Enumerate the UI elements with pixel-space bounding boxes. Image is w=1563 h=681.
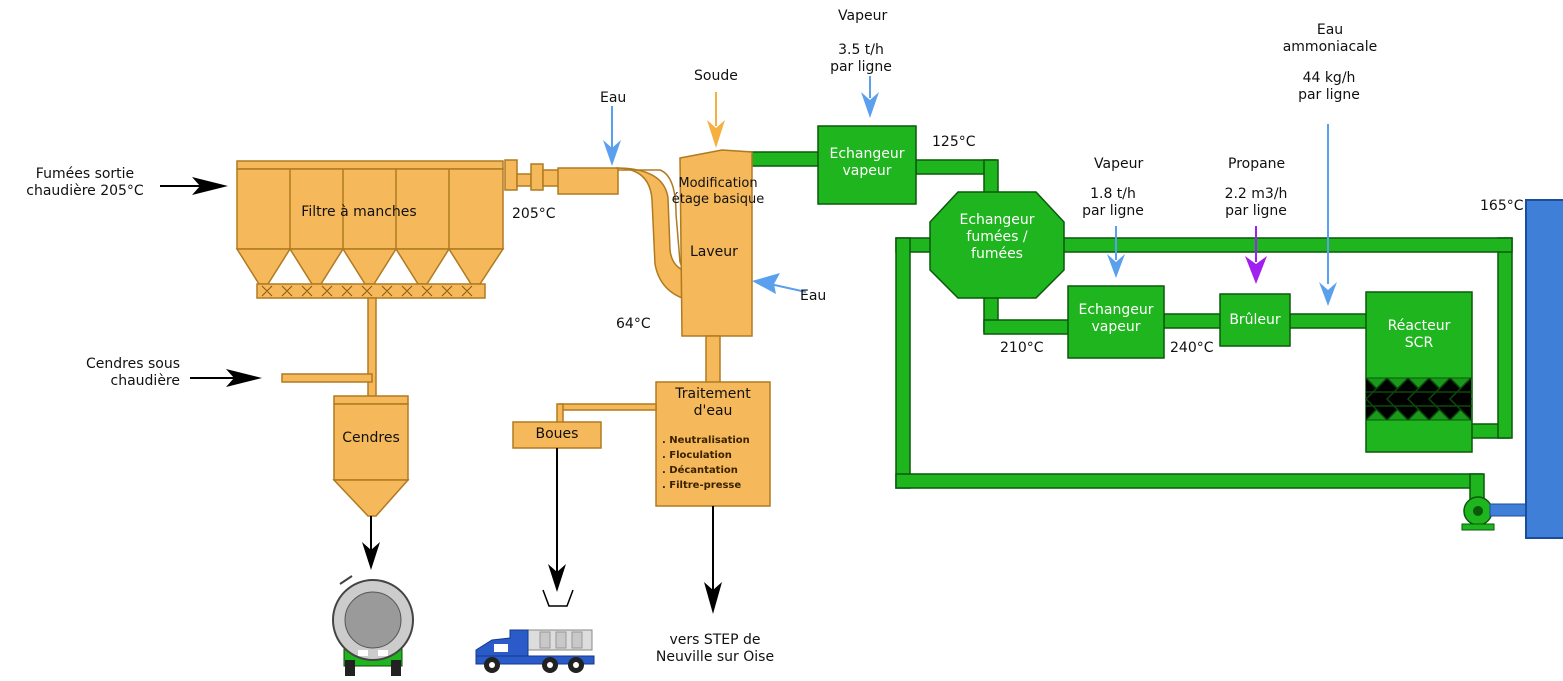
echangeur-vapeur-1-label: Echangeur vapeur bbox=[829, 146, 905, 179]
cendres-label: Cendres bbox=[342, 430, 400, 446]
echangeur-vapeur-1-box bbox=[817, 125, 917, 205]
temp-64-label: 64°C bbox=[616, 316, 651, 332]
eau-ammoniacale-title: Eau ammoniacale bbox=[1282, 22, 1378, 55]
eau-laveur-label: Eau bbox=[800, 288, 827, 304]
temp-210-label: 210°C bbox=[1000, 340, 1044, 356]
tanker-truck-icon bbox=[332, 575, 414, 676]
temp-240-label: 240°C bbox=[1170, 340, 1214, 356]
echangeur-vapeur-2-box bbox=[1067, 285, 1165, 359]
filtre-a-manches-label: Filtre à manches bbox=[301, 204, 417, 220]
truck-icon bbox=[475, 629, 595, 673]
modification-label: Modification étage basique bbox=[671, 176, 765, 207]
step-output-label: vers STEP de Neuville sur Oise bbox=[655, 632, 775, 665]
blue-arrows bbox=[603, 76, 1337, 306]
stack-chimney bbox=[1525, 199, 1563, 539]
eau-filter-label: Eau bbox=[600, 90, 627, 106]
laveur-label: Laveur bbox=[690, 244, 738, 260]
traitement-step: . Neutralisation bbox=[662, 435, 750, 446]
cendres-unit bbox=[281, 297, 410, 517]
reacteur-scr-label: Réacteur SCR bbox=[1387, 318, 1451, 351]
laveur-tower bbox=[679, 149, 753, 385]
propane-title: Propane bbox=[1228, 156, 1286, 172]
traitement-eau-title: Traitement d'eau bbox=[675, 386, 751, 419]
temp-125-label: 125°C bbox=[932, 134, 976, 150]
pump-icon bbox=[1461, 496, 1529, 531]
soude-arrow bbox=[707, 92, 725, 148]
cendres-sous-chaudiere-label: Cendres sous chaudière bbox=[86, 356, 180, 389]
propane-rate: 2.2 m3/h par ligne bbox=[1224, 186, 1288, 219]
traitement-eau-unit bbox=[512, 381, 771, 507]
traitement-step: . Décantation bbox=[662, 465, 738, 476]
black-arrows bbox=[160, 177, 722, 614]
vapeur-2-rate: 1.8 t/h par ligne bbox=[1082, 186, 1144, 219]
traitement-step: . Floculation bbox=[662, 450, 732, 461]
traitement-step: . Filtre-presse bbox=[662, 480, 742, 491]
propane-arrow bbox=[1245, 226, 1267, 284]
bucket-icon bbox=[542, 589, 574, 607]
filtre-a-manches-unit bbox=[235, 160, 505, 299]
boues-label: Boues bbox=[535, 426, 579, 442]
eau-ammoniacale-rate: 44 kg/h par ligne bbox=[1298, 70, 1360, 103]
fumees-sortie-label: Fumées sortie chaudière 205°C bbox=[26, 166, 144, 199]
temp-205-label: 205°C bbox=[512, 206, 556, 222]
vapeur-1-rate: 3.5 t/h par ligne bbox=[830, 42, 892, 75]
temp-165-label: 165°C bbox=[1480, 198, 1524, 214]
bruleur-box bbox=[1219, 293, 1291, 347]
bruleur-label: Brûleur bbox=[1229, 312, 1281, 328]
echangeur-fumees-box bbox=[929, 191, 1065, 299]
soude-label: Soude bbox=[694, 68, 738, 84]
vapeur-1-title: Vapeur bbox=[838, 8, 888, 24]
vapeur-2-title: Vapeur bbox=[1094, 156, 1144, 172]
echangeur-fumees-label: Echangeur fumées / fumées bbox=[959, 212, 1035, 262]
echangeur-vapeur-2-label: Echangeur vapeur bbox=[1078, 302, 1154, 335]
reacteur-scr-box bbox=[1364, 291, 1473, 453]
